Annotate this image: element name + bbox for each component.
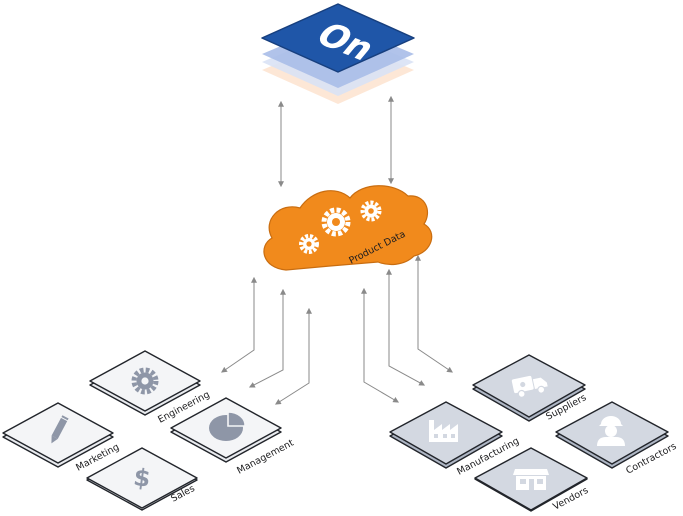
- connector-arrow: [361, 287, 400, 403]
- tile-contractors[interactable]: Contractors: [555, 401, 678, 477]
- storefront-icon: [513, 469, 549, 490]
- pie-chart-icon: [209, 411, 246, 441]
- connector-arrow: [274, 307, 312, 405]
- tile-suppliers[interactable]: Suppliers: [472, 354, 588, 423]
- tile-marketing[interactable]: Marketing: [2, 402, 121, 474]
- gear-icon: [131, 367, 159, 395]
- dollar-icon: $: [132, 463, 152, 493]
- factory-icon: [429, 420, 458, 442]
- gear-icon: [360, 200, 382, 222]
- tile-shape: [86, 447, 198, 509]
- pencil-icon: [51, 415, 69, 444]
- tile-engineering[interactable]: Engineering: [89, 350, 212, 426]
- gear-icon: [299, 234, 319, 254]
- connector-arrow: [386, 268, 426, 386]
- tile-sales[interactable]: $ Sales: [86, 447, 198, 511]
- connector-arrow: [248, 288, 286, 388]
- connector-arrow: [415, 254, 453, 373]
- app-logo: On: [261, 3, 415, 104]
- logo-tile: [261, 3, 415, 73]
- truck-icon: [511, 375, 548, 398]
- external-connectors: [361, 254, 453, 403]
- logo-hub-connectors: [278, 95, 394, 188]
- product-data-cloud: Product Data: [263, 185, 433, 271]
- gear-icon: [321, 207, 351, 237]
- connector-arrow: [221, 276, 257, 373]
- worker-icon: [597, 416, 625, 446]
- internal-connectors: [221, 276, 312, 405]
